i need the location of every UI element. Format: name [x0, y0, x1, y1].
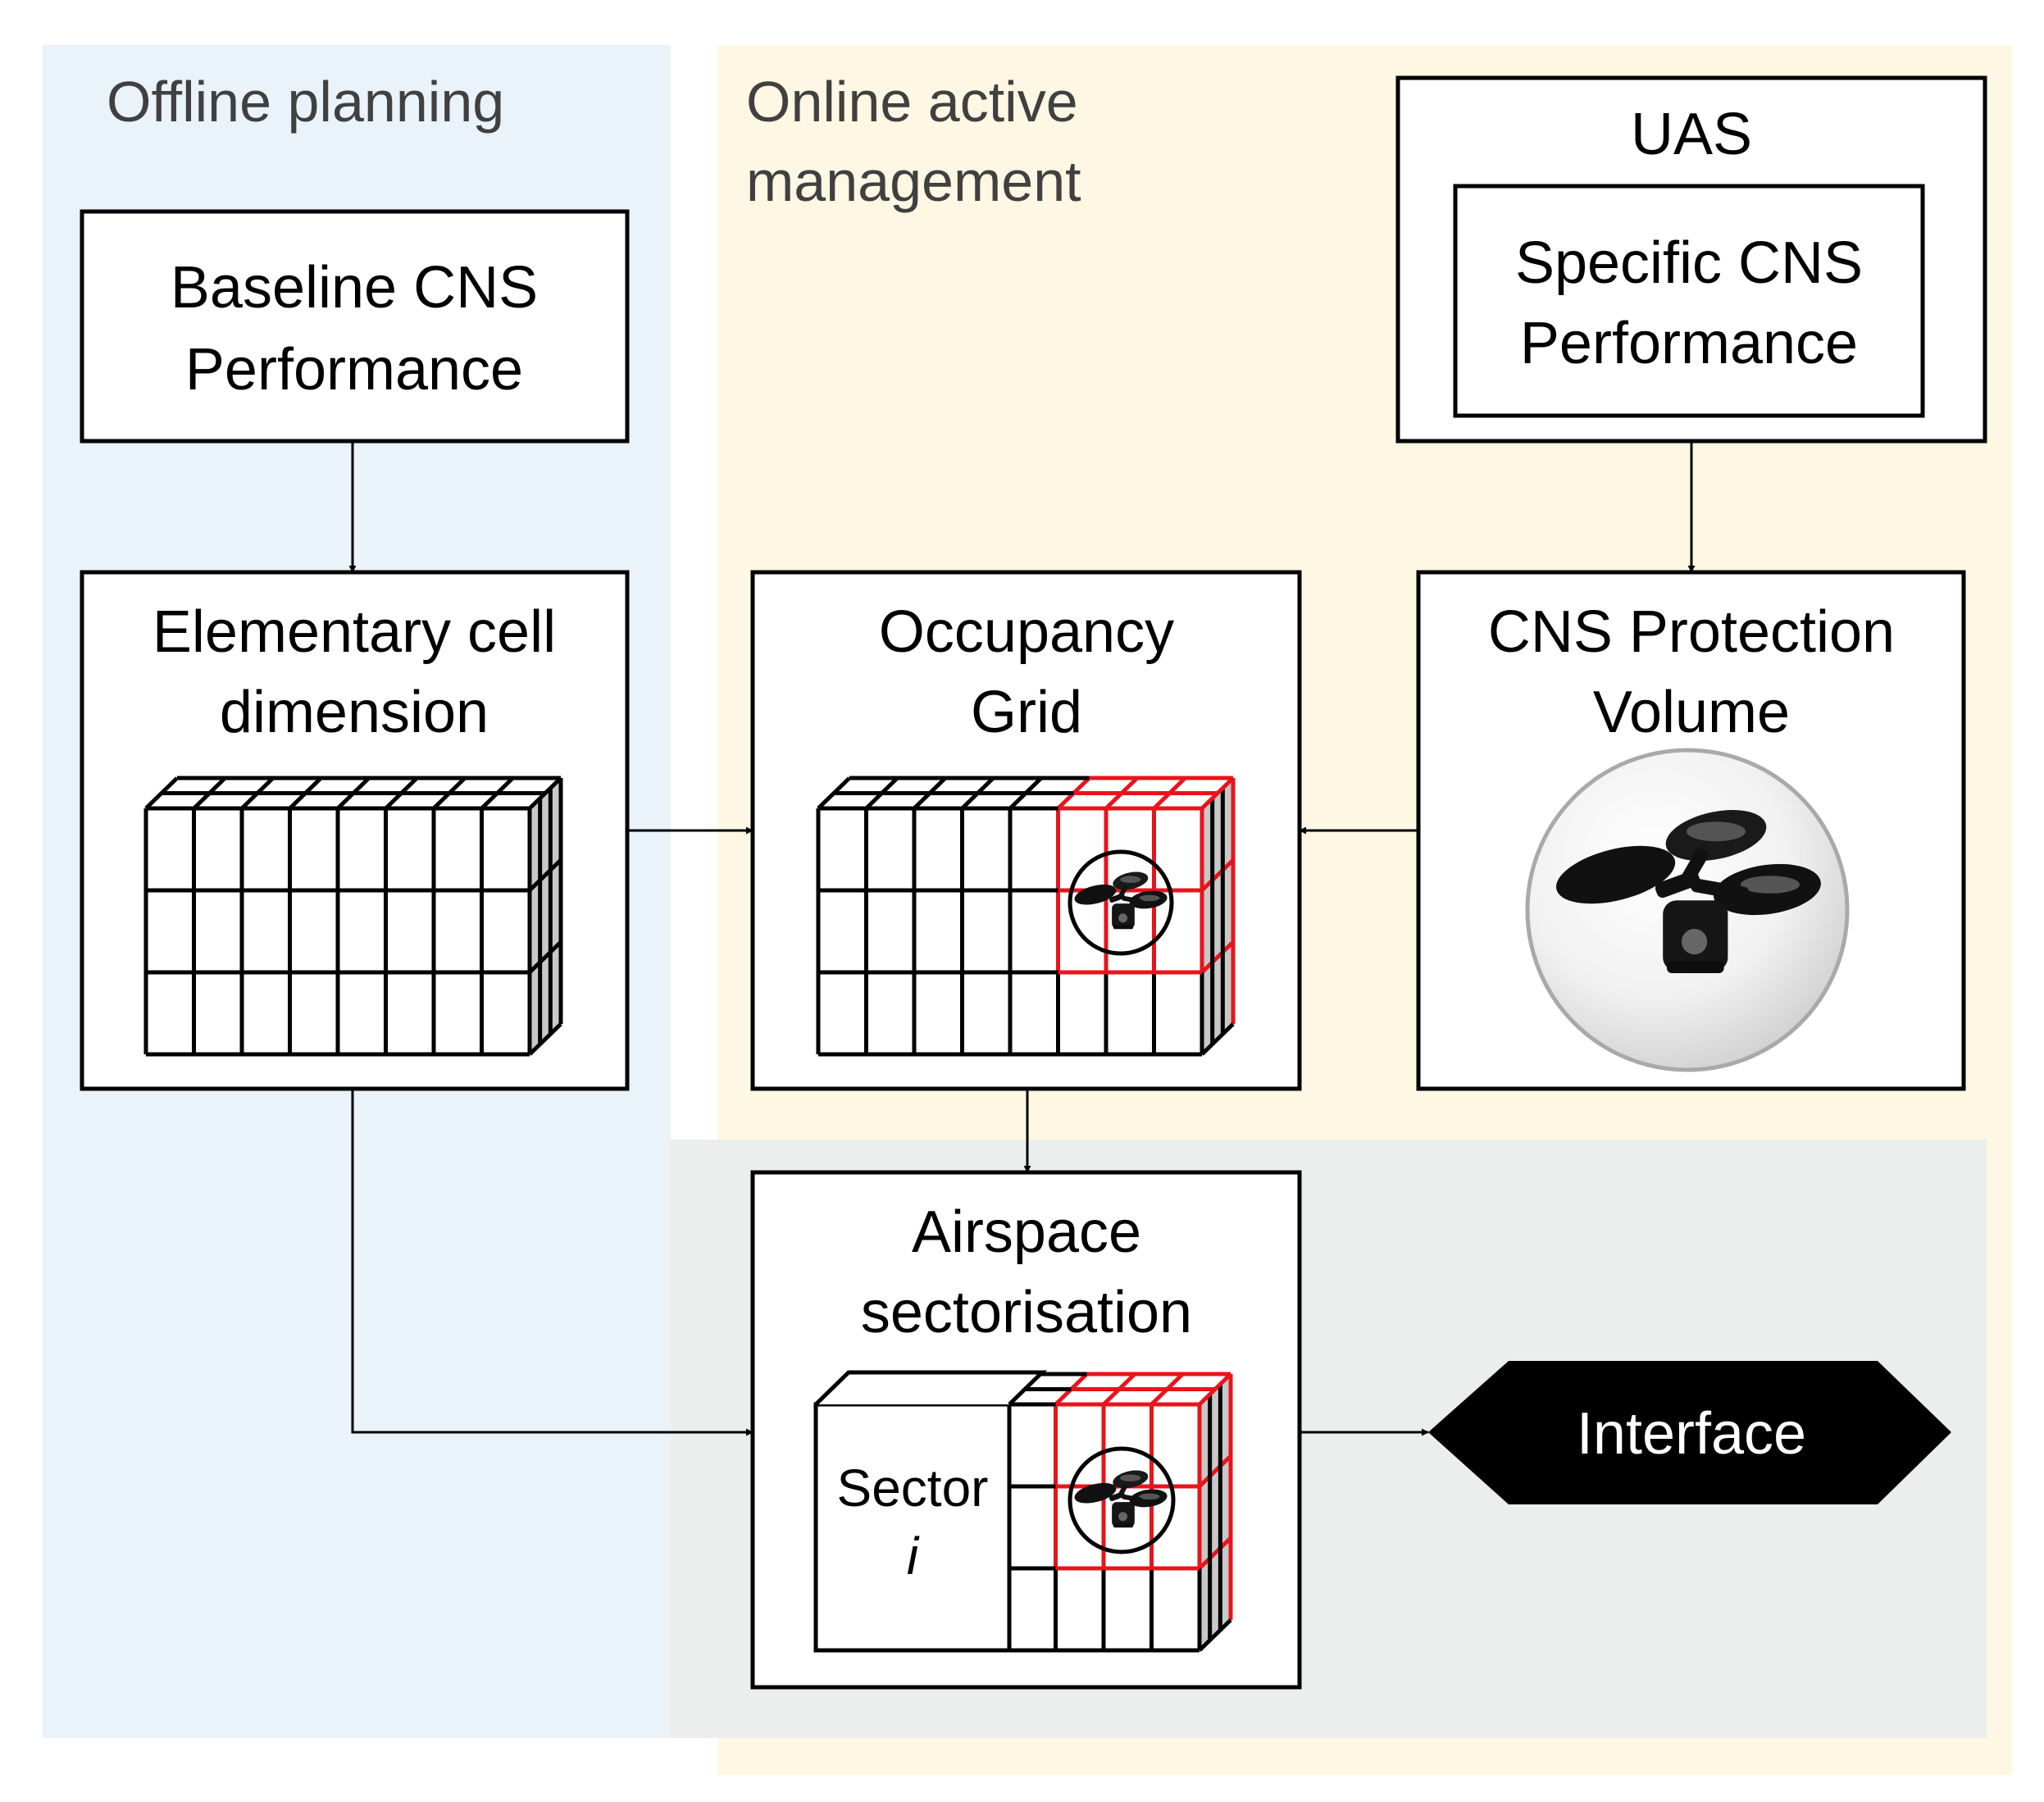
airspace-label-line2: sectorisation: [861, 1280, 1192, 1345]
interface-label: Interface: [1577, 1401, 1806, 1467]
interface-node: Interface: [1428, 1361, 1951, 1504]
baseline-cns-performance-box: Baseline CNS Performance: [80, 209, 630, 444]
elementary-label-line2: dimension: [220, 680, 489, 745]
offline-region-label: Offline planning: [107, 70, 504, 134]
airspace-sectorisation-box: Airspace sectorisation Sector i: [750, 1170, 1302, 1690]
baseline-label-line2: Performance: [185, 337, 523, 403]
sector-block: Sector i: [813, 1370, 1048, 1653]
online-region-label-line1: Online active: [746, 70, 1078, 134]
sector-label: Sector: [837, 1458, 989, 1518]
grid-icon: [143, 776, 563, 1057]
elementary-cell-box: Elementary cell dimension: [80, 570, 630, 1091]
specific-cns-label-line1: Specific CNS: [1515, 230, 1863, 296]
elementary-label-line1: Elementary cell: [153, 599, 556, 665]
baseline-label-line1: Baseline CNS: [171, 255, 538, 321]
protection-sphere-icon: [1525, 748, 1850, 1072]
sector-index: i: [907, 1527, 920, 1586]
occupancy-label-line1: Occupancy: [879, 599, 1174, 665]
uas-box: UAS Specific CNS Performance: [1395, 75, 1987, 444]
occupancy-grid-box: Occupancy Grid: [750, 570, 1302, 1091]
specific-cns-performance-box: Specific CNS Performance: [1453, 184, 1925, 418]
cns-protection-volume-box: CNS Protection Volume: [1416, 570, 1966, 1091]
protection-label-line2: Volume: [1593, 680, 1790, 745]
online-region-label-line2: management: [746, 149, 1081, 213]
airspace-label-line1: Airspace: [912, 1199, 1141, 1265]
drone-icon: [1068, 849, 1174, 956]
uas-title: UAS: [1631, 102, 1752, 167]
protection-label-line1: CNS Protection: [1488, 599, 1895, 665]
occupancy-label-line2: Grid: [971, 680, 1082, 745]
specific-cns-label-line2: Performance: [1520, 311, 1858, 376]
arrow-elementary-to-airspace: [351, 1089, 753, 1436]
drone-icon: [1068, 1446, 1176, 1554]
